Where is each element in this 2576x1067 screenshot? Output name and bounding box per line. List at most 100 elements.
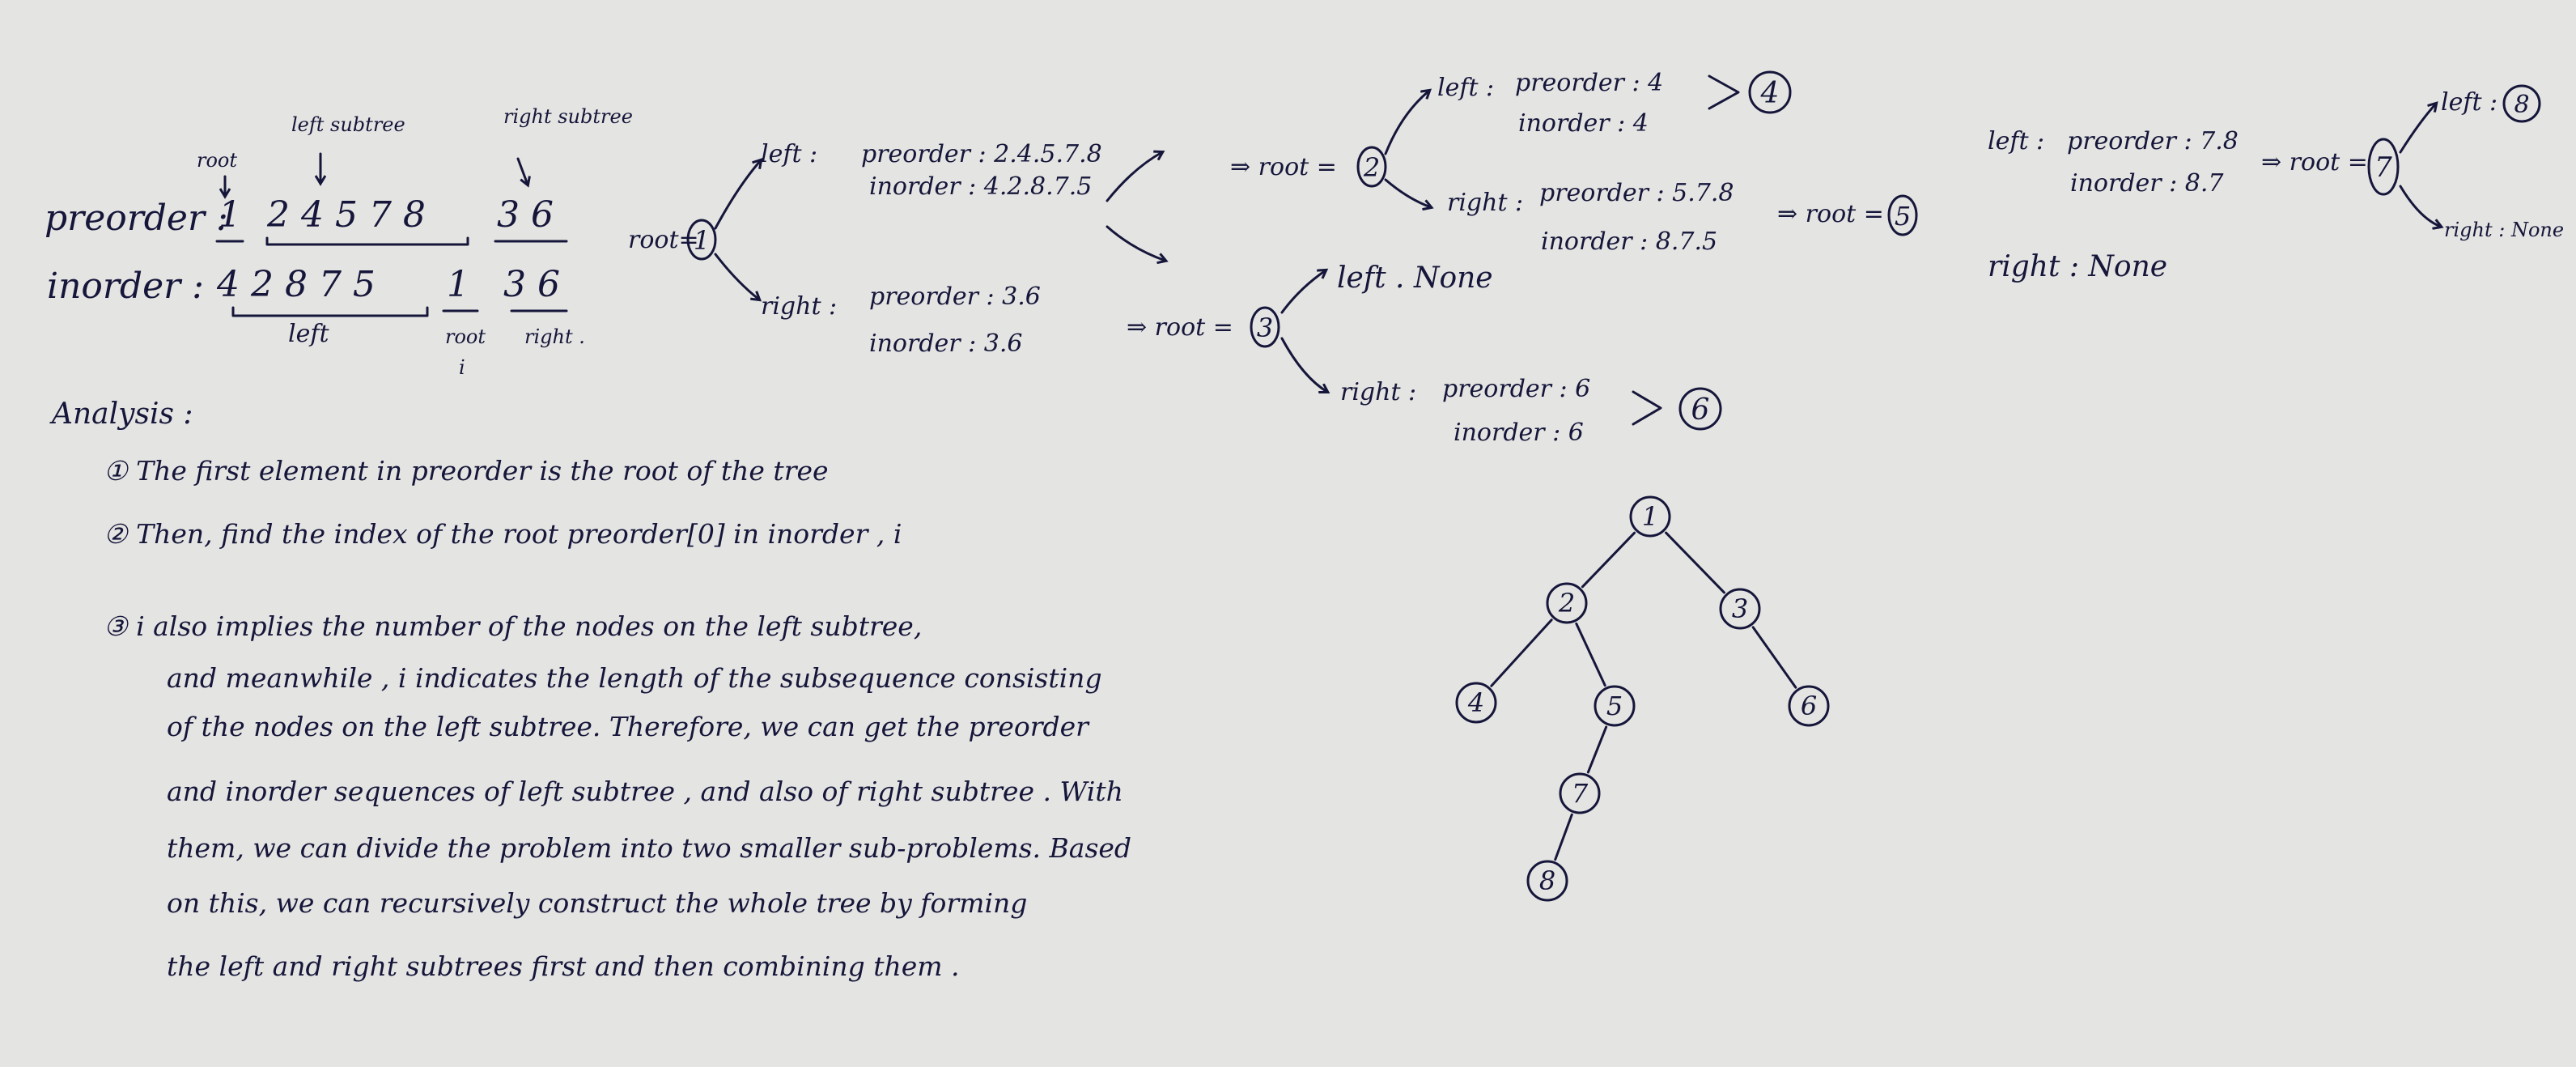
root3-right-arrow <box>1280 337 1327 392</box>
chevron-to-6 <box>1632 390 1662 426</box>
s1-right-preorder: preorder : 3.6 <box>869 283 1041 311</box>
under-root: root <box>445 325 486 348</box>
circle-result-4 <box>1748 70 1792 114</box>
tree-node-label-6: 6 <box>1801 691 1817 721</box>
s3-right-preorder: preorder : 6 <box>1442 375 1591 403</box>
root7-left-arrow <box>2399 104 2436 154</box>
root2-right-arrow <box>1384 178 1431 207</box>
s3-arrow: ⇒ root = <box>1127 313 1233 342</box>
result-chevrons <box>1632 74 1740 426</box>
tree-node-3: 3 <box>1719 588 1761 630</box>
tree-node-circle-8 <box>1526 860 1568 902</box>
circle-root-5 <box>1887 194 1918 236</box>
label-result-6: 6 <box>1691 393 1710 427</box>
label-root-2: 2 <box>1363 152 1380 183</box>
step-arrows <box>714 91 2441 392</box>
tree-edge-3-6 <box>1751 626 1797 689</box>
analysis-continuation-2: of the nodes on the left subtree. Theref… <box>167 711 1089 742</box>
s2-left-inorder: inorder : 4 <box>1518 109 1649 138</box>
under-right: right . <box>524 325 585 348</box>
tree-node-circle-7 <box>1559 772 1601 814</box>
inorder-left-bracket <box>231 306 429 317</box>
inorder-left-values: 4 2 8 7 5 <box>217 264 376 305</box>
step-circle-labels: 1 2 3 5 7 4 6 8 <box>694 77 2530 427</box>
analysis-item-1: ① The first element in preorder is the r… <box>104 455 829 487</box>
tree-node-8: 8 <box>1526 860 1568 902</box>
root1-left-arrow <box>714 160 761 230</box>
label-root-7: 7 <box>2374 151 2392 184</box>
tree-node-label-2: 2 <box>1558 588 1575 619</box>
tree-node-label-3: 3 <box>1732 593 1748 624</box>
chevron-to-4 <box>1708 74 1740 110</box>
preorder-left-values: 2 4 5 7 8 <box>267 194 426 236</box>
analysis-continuation-1: and meanwhile , i indicates the length o… <box>167 662 1102 694</box>
s4-left-preorder: preorder : 7.8 <box>2067 127 2239 155</box>
s3-left: left . None <box>1337 261 1493 295</box>
s2-left-label: left : <box>1437 74 1495 102</box>
s2-right-preorder: preorder : 5.7.8 <box>1539 179 1734 207</box>
tree-edge-1-3 <box>1665 531 1725 594</box>
s3-right-inorder: inorder : 6 <box>1454 419 1584 447</box>
label-result-8: 8 <box>2514 91 2529 119</box>
tree-node-circle-1 <box>1629 495 1671 538</box>
s2-right-inorder: inorder : 8.7.5 <box>1541 227 1718 256</box>
root7-right-arrow <box>2399 185 2441 227</box>
s5-left: left : <box>2441 88 2498 117</box>
label-result-4: 4 <box>1760 77 1780 110</box>
intro-brackets <box>215 236 568 317</box>
circle-root-2 <box>1356 146 1387 188</box>
tree-edge-7-8 <box>1554 813 1573 861</box>
s4-left-label: left : <box>1988 127 2045 155</box>
preorder-left-bracket <box>265 236 469 246</box>
tree-node-circle-3 <box>1719 588 1761 630</box>
s2-right-label: right : <box>1447 189 1524 217</box>
preorder-right-values: 3 6 <box>497 194 554 236</box>
root5-right-arrow <box>1106 225 1165 261</box>
tree-node-label-8: 8 <box>1539 865 1555 896</box>
tree-node-circle-4 <box>1455 682 1497 724</box>
label-root-5: 5 <box>1895 201 1911 232</box>
s1-right-label: right : <box>761 292 838 321</box>
s5-right: right : None <box>2444 219 2565 241</box>
s1-left-preorder: preorder : 2.4.5.7.8 <box>861 140 1102 168</box>
s5-arrow: ⇒ root = <box>2261 148 2368 176</box>
inorder-root: 1 <box>447 264 469 305</box>
preorder-root: 1 <box>219 194 241 236</box>
s4-right: right : None <box>1988 250 2168 283</box>
s1-left-label: left : <box>761 140 818 168</box>
analysis-continuation-4: them, we can divide the problem into two… <box>167 832 1132 864</box>
label-root-1: 1 <box>694 225 710 256</box>
tree-node-4: 4 <box>1455 682 1497 724</box>
s4-left-inorder: inorder : 8.7 <box>2070 169 2224 198</box>
label-root: root <box>197 149 238 172</box>
circle-root-7 <box>2367 138 2400 196</box>
circle-result-6 <box>1678 387 1722 431</box>
under-index: i <box>459 356 465 379</box>
inorder-right-values: 3 6 <box>503 264 560 305</box>
tree-edge-5-7 <box>1586 725 1608 774</box>
root3-left-arrow <box>1280 270 1326 314</box>
tree-edge-2-5 <box>1575 622 1606 687</box>
s1-left-inorder: inorder : 4.2.8.7.5 <box>869 172 1093 201</box>
analysis-item-2: ② Then, find the index of the root preor… <box>104 518 902 550</box>
under-left: left <box>288 320 329 348</box>
analysis-continuation-5: on this, we can recursively construct th… <box>167 887 1028 919</box>
step-circles <box>686 70 2541 431</box>
tree-edge-1-2 <box>1581 531 1636 589</box>
label-left-subtree: left subtree <box>291 113 405 136</box>
label-right-subtree: right subtree <box>503 105 633 128</box>
tree-node-circle-6 <box>1788 685 1830 727</box>
tree-edge-2-4 <box>1490 619 1553 687</box>
s3-right-label: right : <box>1340 378 1417 406</box>
s1-right-inorder: inorder : 3.6 <box>869 329 1023 358</box>
tree-node-label-4: 4 <box>1467 687 1484 718</box>
analysis-heading: Analysis : <box>52 397 193 431</box>
tree-edges <box>1490 531 1797 861</box>
s2-arrow: ⇒ root = <box>1230 153 1337 181</box>
tree-node-7: 7 <box>1559 772 1601 814</box>
circle-result-8 <box>2502 84 2541 123</box>
s4-arrow: ⇒ root = <box>1777 200 1884 228</box>
